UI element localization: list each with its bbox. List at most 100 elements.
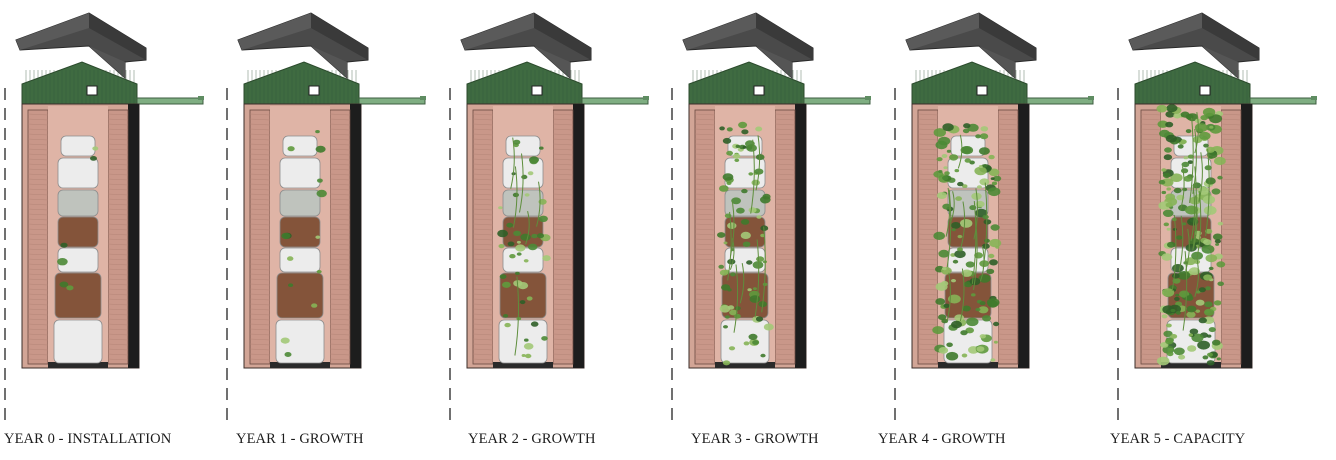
plant-leaf bbox=[984, 238, 990, 243]
plant-leaf bbox=[723, 241, 728, 245]
brick-grain bbox=[774, 193, 796, 196]
brick-grain bbox=[997, 353, 1019, 356]
wall-base bbox=[48, 362, 108, 368]
brick-grain bbox=[917, 263, 939, 266]
plant-leaf bbox=[1186, 311, 1196, 318]
plant-leaf bbox=[1204, 301, 1213, 308]
plant-vine bbox=[950, 191, 955, 223]
plant-leaf bbox=[1205, 177, 1216, 185]
brick-grain bbox=[1220, 358, 1242, 361]
plant-vine bbox=[1196, 190, 1202, 258]
brick-grain bbox=[694, 333, 716, 336]
brick-grain bbox=[472, 243, 494, 246]
brick-grain bbox=[917, 318, 939, 321]
brick-grain bbox=[27, 248, 49, 251]
brick-grain bbox=[249, 198, 271, 201]
plant-leaf bbox=[1168, 347, 1174, 352]
brick-grain bbox=[997, 303, 1019, 306]
plant-vine bbox=[1182, 251, 1188, 331]
plant-leaf bbox=[954, 250, 966, 259]
plant-leaf bbox=[526, 296, 533, 301]
brick-grain bbox=[997, 278, 1019, 281]
plant-leaf bbox=[1165, 121, 1174, 128]
brick-grain bbox=[27, 243, 49, 246]
plant-leaf bbox=[1198, 317, 1207, 324]
brick-grain bbox=[472, 238, 494, 241]
brick-grain bbox=[472, 323, 494, 326]
brick-grain bbox=[917, 238, 939, 241]
brick-grain bbox=[27, 293, 49, 296]
brick-grain bbox=[27, 233, 49, 236]
planter-6 bbox=[498, 319, 548, 364]
brick-grain bbox=[552, 233, 574, 236]
brick-grain bbox=[1220, 128, 1242, 131]
brick-grain bbox=[472, 258, 494, 261]
brick-grain bbox=[27, 188, 49, 191]
brick-grain bbox=[997, 138, 1019, 141]
brick-grain bbox=[997, 183, 1019, 186]
plant-leaf bbox=[521, 174, 528, 180]
plant-leaf bbox=[979, 178, 990, 186]
brick-grain bbox=[249, 193, 271, 196]
plant-leaf bbox=[1178, 354, 1186, 360]
brick-grain bbox=[107, 288, 129, 291]
brick-grain bbox=[917, 228, 939, 231]
brick-grain bbox=[552, 118, 574, 121]
brick-grain bbox=[249, 293, 271, 296]
plant-leaf bbox=[1161, 314, 1168, 319]
brick-grain bbox=[552, 353, 574, 356]
stage-label-year-1: YEAR 1 - GROWTH bbox=[236, 431, 364, 447]
plant-leaf bbox=[1195, 290, 1201, 294]
brick-grain bbox=[917, 323, 939, 326]
roof-cap-drop bbox=[534, 46, 570, 78]
brick-grain bbox=[774, 343, 796, 346]
brick-grain bbox=[997, 358, 1019, 361]
plant-leaf bbox=[1217, 175, 1223, 180]
plant-leaf bbox=[961, 269, 972, 277]
brick-grain bbox=[694, 323, 716, 326]
brick-grain bbox=[249, 253, 271, 256]
roof-cap-side bbox=[979, 13, 1036, 60]
plant-leaf bbox=[742, 145, 747, 149]
brick-grain bbox=[329, 293, 351, 296]
brick-grain bbox=[917, 353, 939, 356]
brick-grain bbox=[472, 158, 494, 161]
plant-leaf bbox=[1204, 165, 1212, 171]
brick-grain bbox=[917, 298, 939, 301]
brick-grain bbox=[329, 208, 351, 211]
brick-grain bbox=[694, 183, 716, 186]
brick-grain bbox=[329, 218, 351, 221]
stage-label-year-0: YEAR 0 - INSTALLATION bbox=[4, 431, 172, 447]
plant-leaf bbox=[1173, 112, 1182, 119]
brick-grain bbox=[107, 138, 129, 141]
brick-grain bbox=[1140, 303, 1162, 306]
brick-grain bbox=[329, 198, 351, 201]
brick-grain bbox=[774, 138, 796, 141]
brick-grain bbox=[1140, 133, 1162, 136]
wall-stage-4 bbox=[894, 12, 1094, 420]
brick-grain bbox=[27, 308, 49, 311]
brick-grain bbox=[694, 133, 716, 136]
brick-grain bbox=[997, 343, 1019, 346]
brick-grain bbox=[107, 133, 129, 136]
plant-leaf bbox=[957, 234, 963, 239]
planter-6 bbox=[720, 319, 770, 364]
brick-grain bbox=[107, 188, 129, 191]
brick-grain bbox=[27, 338, 49, 341]
plant-vine bbox=[1194, 112, 1199, 154]
brick-grain bbox=[249, 128, 271, 131]
brick-grain bbox=[552, 303, 574, 306]
brick-grain bbox=[107, 143, 129, 146]
brick-grain bbox=[107, 258, 129, 261]
brick-grain bbox=[27, 148, 49, 151]
brick-grain bbox=[694, 288, 716, 291]
planter-0 bbox=[950, 135, 986, 157]
brick-grain bbox=[1220, 168, 1242, 171]
plant-leaf bbox=[935, 140, 948, 150]
roof-vent bbox=[976, 85, 988, 96]
brick-grain bbox=[774, 123, 796, 126]
brick-grain bbox=[1140, 138, 1162, 141]
brick-grain bbox=[552, 248, 574, 251]
brick-grain bbox=[329, 178, 351, 181]
brick-grain bbox=[1220, 313, 1242, 316]
